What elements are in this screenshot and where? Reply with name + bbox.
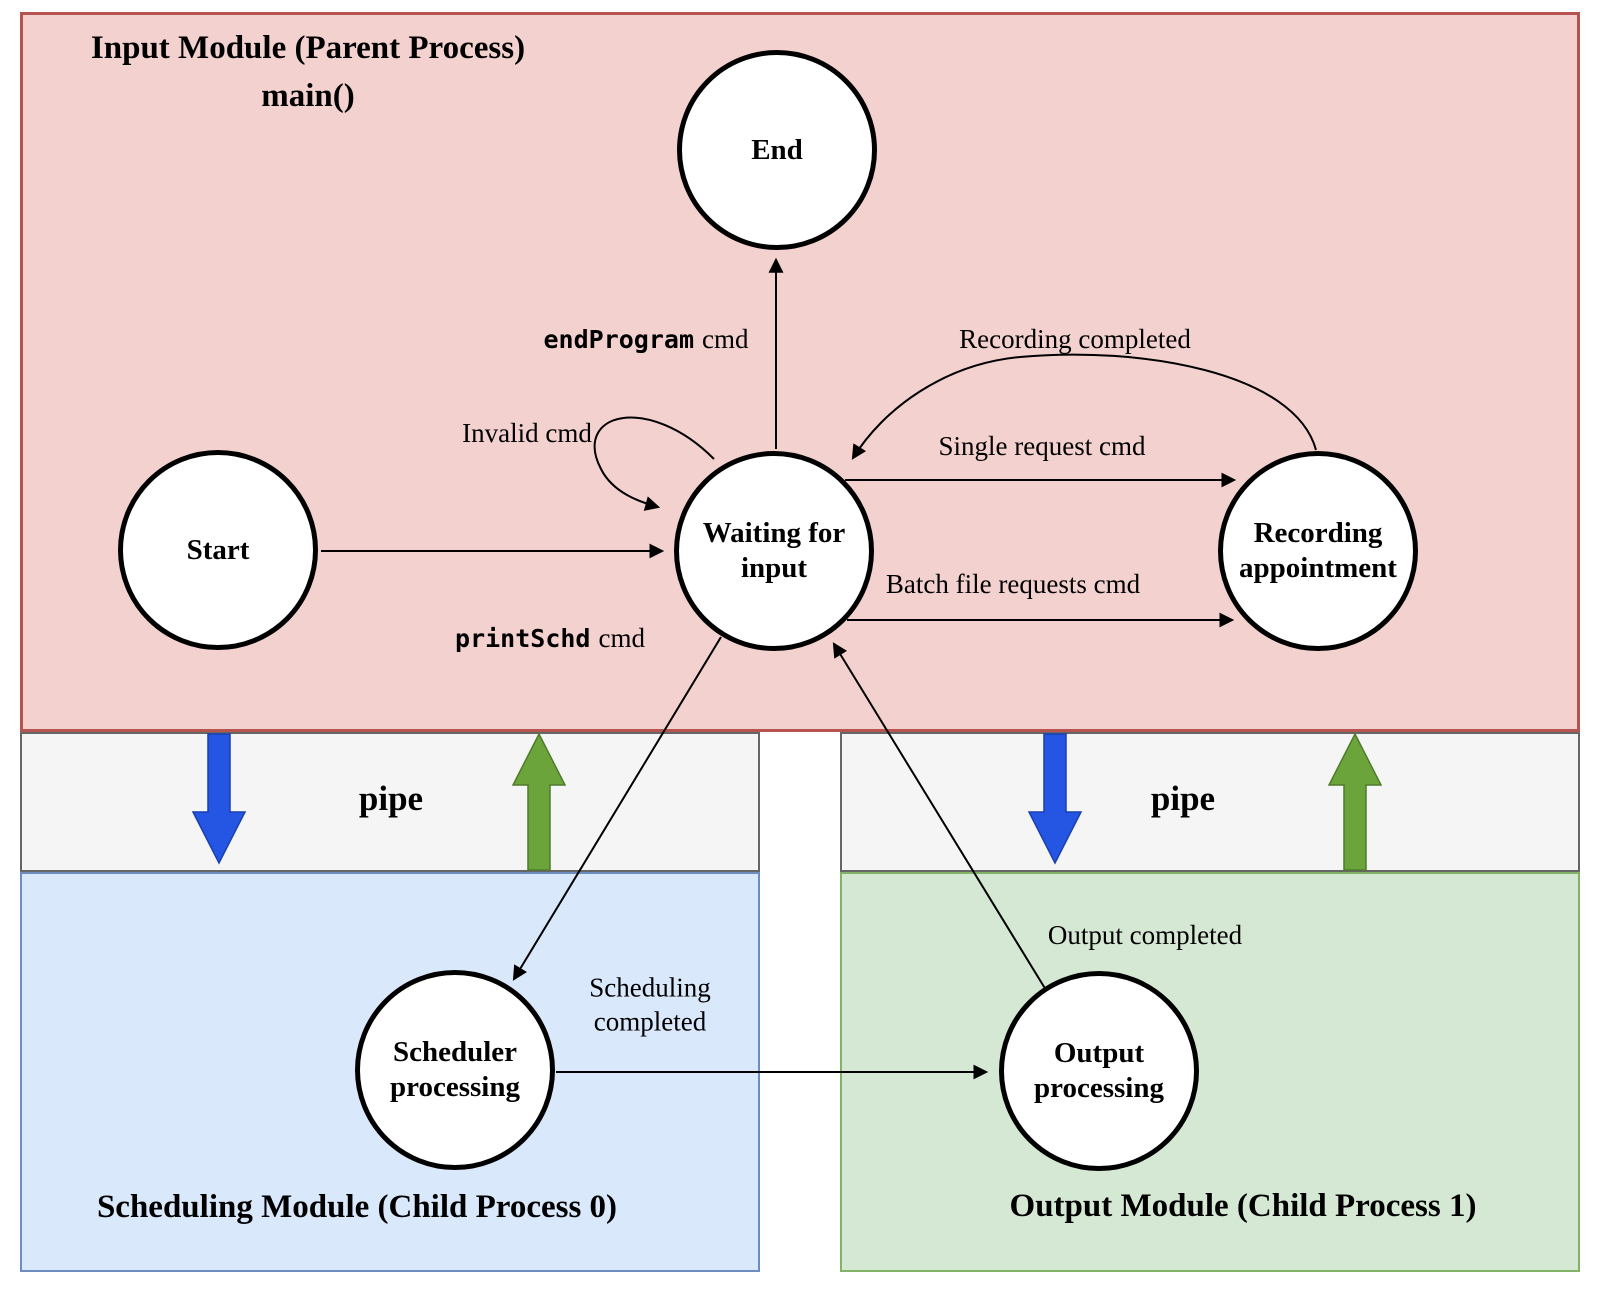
endprogram-code-text: endProgram xyxy=(543,325,695,355)
pipe-read-arrow-icon-left xyxy=(511,732,567,871)
input-module-subtitle: main() xyxy=(261,78,355,114)
label-scheduling-completed: Scheduling completed xyxy=(589,972,711,1036)
label-batch-file-requests-cmd: Batch file requests cmd xyxy=(885,569,1141,600)
printschd-code-text: printSchd xyxy=(455,624,591,654)
label-output-completed: Output completed xyxy=(1047,920,1243,951)
state-end: End xyxy=(677,50,877,250)
pipe-band-right xyxy=(840,732,1580,872)
edge-output-to-waiting xyxy=(832,642,1047,991)
pipe-band-left xyxy=(20,732,760,872)
edge-invalid-cmd-self-loop xyxy=(593,416,715,511)
label-recording-completed: Recording completed xyxy=(959,324,1191,355)
state-recording-appointment: Recording appointment xyxy=(1218,451,1418,651)
scheduling-module-title: Scheduling Module (Child Process 0) xyxy=(96,1189,618,1225)
pipe-read-arrow-icon-right xyxy=(1327,732,1383,871)
pipe-write-arrow-icon-right xyxy=(1027,733,1083,865)
state-output-processing: Output processing xyxy=(999,971,1199,1171)
input-module-title: Input Module (Parent Process) main() xyxy=(30,24,586,120)
pipe-label-left: pipe xyxy=(358,779,424,818)
state-start: Start xyxy=(118,450,318,650)
edge-recording-to-waiting-completed xyxy=(851,353,1317,460)
state-waiting-for-input: Waiting for input xyxy=(674,451,874,651)
output-module-title: Output Module (Child Process 1) xyxy=(1009,1188,1477,1224)
label-invalid-cmd: Invalid cmd xyxy=(462,418,592,449)
pipe-write-arrow-icon-left xyxy=(191,733,247,865)
input-module-title-line: Input Module (Parent Process) xyxy=(90,30,526,66)
pipe-label-right: pipe xyxy=(1150,779,1216,818)
state-scheduler-processing: Scheduler processing xyxy=(355,970,555,1170)
endprogram-suffix-text: cmd xyxy=(702,324,749,355)
printschd-suffix-text: cmd xyxy=(598,623,645,654)
edge-waiting-to-scheduler xyxy=(512,636,722,981)
label-single-request-cmd: Single request cmd xyxy=(938,431,1146,462)
